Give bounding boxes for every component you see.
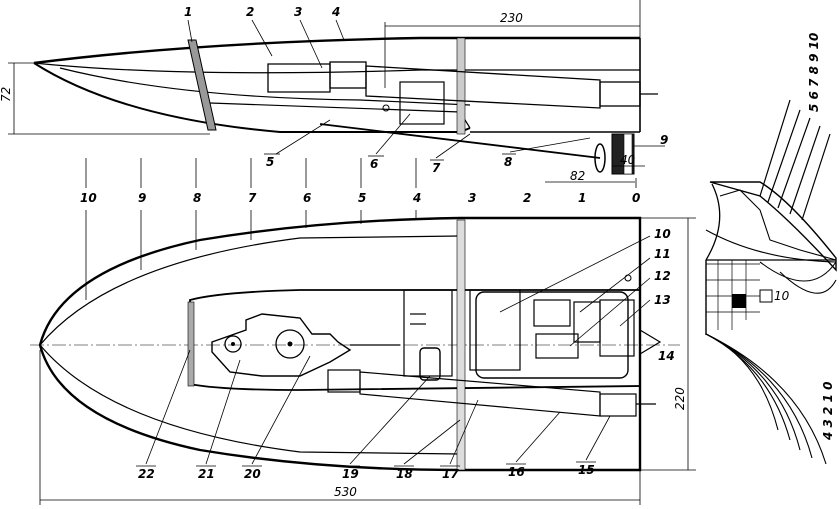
callout-19: 19 — [342, 467, 359, 481]
body-waterline — [705, 229, 837, 263]
plan-bulkhead-front — [187, 301, 195, 387]
callout-3: 3 — [294, 5, 302, 19]
body-station-5 — [719, 189, 837, 261]
callout-13: 13 — [654, 293, 671, 307]
plan-callouts: 10 11 12 13 14 15 16 17 18 19 20 — [136, 227, 675, 481]
callout-17: 17 — [442, 467, 459, 481]
length-dim-text: 530 — [334, 485, 357, 499]
side-propeller — [594, 143, 606, 173]
callout-16: 16 — [508, 465, 525, 479]
station-4: 4 — [412, 191, 421, 205]
body-grid-scale — [732, 294, 746, 308]
plan-silencer — [599, 393, 637, 417]
callout-18: 18 — [396, 467, 413, 481]
side-view: 72 230 82 40 1 2 3 4 5 6 7 — [0, 0, 668, 183]
plan-electronics-tray — [475, 291, 629, 379]
side-bulkhead — [187, 39, 217, 131]
plan-receiver — [533, 299, 571, 327]
callout-5-side: 5 — [266, 155, 274, 169]
station-0: 0 — [632, 191, 640, 205]
plan-upper-chine — [39, 235, 461, 346]
station-numbers: 10 9 8 7 6 5 4 3 2 1 0 — [80, 158, 640, 300]
station-7: 7 — [248, 191, 257, 205]
body-plan: 10 5 6 7 8 9 10 4 3 2 1 0 — [705, 33, 837, 465]
side-silencer — [599, 81, 641, 107]
callout-21: 21 — [198, 467, 215, 481]
plan-lower-chine — [39, 344, 461, 455]
plan-view: 530 220 10 11 12 13 14 15 16 17 — [30, 216, 696, 505]
callout-2: 2 — [246, 5, 254, 19]
callout-12: 12 — [654, 269, 671, 283]
station-3: 3 — [468, 191, 476, 205]
callout-20: 20 — [244, 467, 261, 481]
body-grid-label: 10 — [774, 289, 790, 303]
body-section-left — [705, 183, 721, 261]
side-callouts: 1 2 3 4 5 6 7 8 9 — [184, 5, 668, 175]
side-rudder-blade — [623, 133, 633, 175]
side-deck-line — [33, 36, 640, 65]
fwd-dim-text: 230 — [500, 11, 523, 25]
side-frame-3 — [456, 37, 466, 135]
rudder-dim-text: 40 — [620, 153, 636, 167]
callout-11: 11 — [654, 247, 671, 261]
plan-rudder-servo — [599, 299, 635, 357]
side-exhaust — [365, 65, 601, 109]
side-keel-line — [33, 62, 471, 133]
beam-dim-text: 220 — [673, 387, 687, 410]
plan-battery — [469, 289, 521, 371]
plan-frame-3 — [456, 219, 466, 471]
callout-22: 22 — [138, 467, 155, 481]
body-grid-key — [759, 289, 773, 303]
callout-1: 1 — [184, 5, 192, 19]
plan-switch — [419, 347, 441, 381]
station-9: 9 — [138, 191, 146, 205]
callout-6: 6 — [370, 157, 378, 171]
side-sheer-line — [33, 62, 640, 74]
body-bottom-labels: 4 3 2 1 0 — [821, 382, 835, 441]
callout-14: 14 — [658, 349, 675, 363]
plan-engine — [211, 313, 352, 377]
plan-rudder — [639, 329, 662, 355]
prop-dim-text: 82 — [570, 169, 585, 183]
station-10: 10 — [80, 191, 97, 205]
station-5: 5 — [358, 191, 366, 205]
body-right-labels: 5 6 7 8 9 10 — [807, 33, 821, 112]
height-dim-text: 72 — [0, 87, 13, 102]
callout-8: 8 — [504, 155, 512, 169]
callout-15: 15 — [578, 463, 595, 477]
plan-antenna — [624, 274, 632, 282]
body-section-top — [709, 181, 837, 272]
plan-servo — [535, 333, 579, 359]
side-battery — [399, 81, 445, 125]
plan-flywheel — [275, 329, 305, 359]
station-1: 1 — [578, 191, 586, 205]
plan-compartment-a — [403, 289, 453, 377]
body-bottom-stations — [705, 261, 837, 465]
side-fitting — [382, 104, 390, 112]
side-tank — [329, 61, 367, 89]
callout-10: 10 — [654, 227, 671, 241]
plan-engine-mount — [224, 335, 242, 353]
side-engine — [267, 63, 331, 93]
callout-7: 7 — [432, 161, 441, 175]
body-right-stations — [759, 99, 831, 221]
plan-cockpit — [189, 289, 641, 391]
station-8: 8 — [193, 191, 201, 205]
callout-9: 9 — [660, 133, 668, 147]
side-chine-line — [59, 67, 471, 106]
callout-4: 4 — [331, 5, 340, 19]
station-6: 6 — [303, 191, 311, 205]
station-2: 2 — [523, 191, 531, 205]
